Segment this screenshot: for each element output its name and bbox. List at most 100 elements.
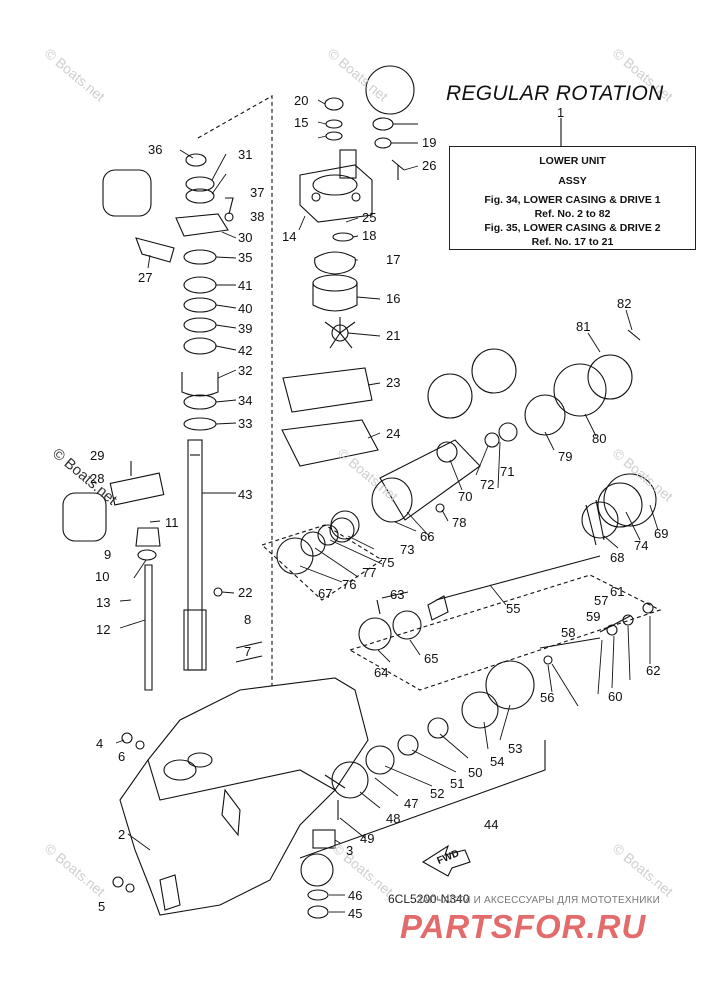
lower-unit-info-box: LOWER UNIT ASSY Fig. 34, LOWER CASING & …	[449, 146, 696, 250]
part-callout: 41	[238, 278, 253, 293]
part-73-seal	[330, 510, 360, 540]
part-16-insert	[312, 283, 358, 312]
part-callout: 21	[386, 328, 401, 343]
part-75-oring	[329, 517, 355, 543]
part-66-housing-face	[371, 477, 413, 523]
part-60-ball	[606, 624, 618, 636]
clutch-group-outline	[348, 574, 662, 691]
part-callout: 3	[346, 843, 354, 858]
info-line: ASSY	[558, 175, 587, 187]
part-33-shim	[183, 417, 217, 431]
part-callout: 57	[594, 593, 609, 608]
part-callout: 65	[424, 651, 439, 666]
part-6-washer-a	[135, 740, 145, 750]
part-3-bearing	[312, 829, 336, 849]
part-callout: 7	[244, 644, 252, 659]
info-line: Ref. No. 17 to 21	[531, 236, 614, 248]
part-callout: 15	[294, 115, 309, 130]
part-43-driveshaft	[183, 439, 207, 671]
part-28-cover	[109, 472, 165, 506]
part-20-grommet	[324, 97, 344, 111]
part-callout: 49	[360, 831, 375, 846]
part-callout: 58	[561, 625, 576, 640]
part-2-lower-casing	[119, 677, 369, 916]
part-50-bearing	[427, 717, 449, 739]
part-callout: 80	[592, 431, 607, 446]
part-callout: 39	[238, 321, 253, 336]
part-callout: 77	[362, 565, 377, 580]
info-line: Ref. No. 2 to 82	[534, 208, 611, 220]
part-7-8-keys	[235, 641, 263, 663]
part-callout: 5	[98, 899, 106, 914]
part-callout: 22	[238, 585, 253, 600]
part-68-gear-ring	[581, 501, 619, 539]
part-38-washer	[224, 212, 234, 222]
seal-detail-inset	[102, 169, 152, 217]
shop-caption: ЗАПЧАСТИ И АКСЕССУАРЫ ДЛЯ МОТОТЕХНИКИ	[416, 895, 661, 906]
part-56-59-plunger	[539, 615, 631, 649]
part-callout: 34	[238, 393, 253, 408]
part-callout: 32	[238, 363, 253, 378]
part-16-insert-top	[312, 274, 358, 292]
part-39-seal	[183, 317, 217, 333]
part-69-shim-a	[603, 473, 657, 527]
part-31-seal-b	[185, 188, 215, 204]
fwd-arrow-icon	[421, 844, 471, 877]
part-55-propeller-shaft	[435, 555, 601, 601]
part-callout: 30	[238, 230, 253, 245]
part-callout: 37	[250, 185, 265, 200]
part-callout: 1	[557, 105, 565, 120]
part-45-nut	[307, 905, 329, 919]
part-74-shim-b	[597, 482, 643, 528]
info-line: LOWER UNIT	[539, 155, 606, 167]
part-callout: 8	[244, 612, 252, 627]
part-callout: 45	[348, 906, 363, 921]
part-36-cap	[185, 153, 207, 167]
part-callout: 50	[468, 765, 483, 780]
part-18-oring	[332, 232, 354, 242]
part-5-bolt	[112, 876, 124, 888]
part-37-bolt	[225, 197, 234, 215]
part-callout: 14	[282, 229, 297, 244]
part-9-seal-housing	[135, 527, 161, 547]
part-callout: 29	[90, 448, 105, 463]
part-callout: 55	[506, 601, 521, 616]
part-callout: 6	[118, 749, 126, 764]
part-47-needle-bearing	[324, 774, 346, 789]
part-callout: 56	[540, 690, 555, 705]
part-callout: 79	[558, 449, 573, 464]
part-callout: 38	[250, 209, 265, 224]
part-callout: 12	[96, 622, 111, 637]
part-30-housing	[175, 213, 229, 237]
part-callout: 66	[420, 529, 435, 544]
pin-detail-circle	[427, 373, 473, 419]
part-callout: 72	[480, 477, 495, 492]
part-callout: 43	[238, 487, 253, 502]
part-42-bearing	[183, 337, 217, 355]
part-callout: 18	[362, 228, 377, 243]
part-callout: 16	[386, 291, 401, 306]
part-callout: 23	[386, 375, 401, 390]
part-callout: 81	[576, 319, 591, 334]
part-callout: 62	[646, 663, 661, 678]
part-callout: 48	[386, 811, 401, 826]
part-46-washer	[307, 889, 329, 901]
part-20-grommet-b	[372, 117, 394, 131]
part-62-ball	[642, 602, 654, 614]
part-callout: 64	[374, 665, 389, 680]
part-callout: 53	[508, 741, 523, 756]
part-callout: 52	[430, 786, 445, 801]
figure-code: 6CL5200-N340	[388, 892, 470, 906]
part-17-gasket	[314, 251, 356, 275]
part-65-spring	[392, 610, 422, 640]
part-callout: 61	[610, 584, 625, 599]
part-callout: 82	[617, 296, 632, 311]
part-callout: 69	[654, 526, 669, 541]
part-64-dog-clutch	[358, 617, 392, 651]
part-callout: 54	[490, 754, 505, 769]
part-callout: 75	[380, 555, 395, 570]
part-callout: 13	[96, 595, 111, 610]
part-41-bearing	[183, 276, 217, 294]
part-15-seal-a	[325, 119, 343, 129]
part-callout: 36	[148, 142, 163, 157]
